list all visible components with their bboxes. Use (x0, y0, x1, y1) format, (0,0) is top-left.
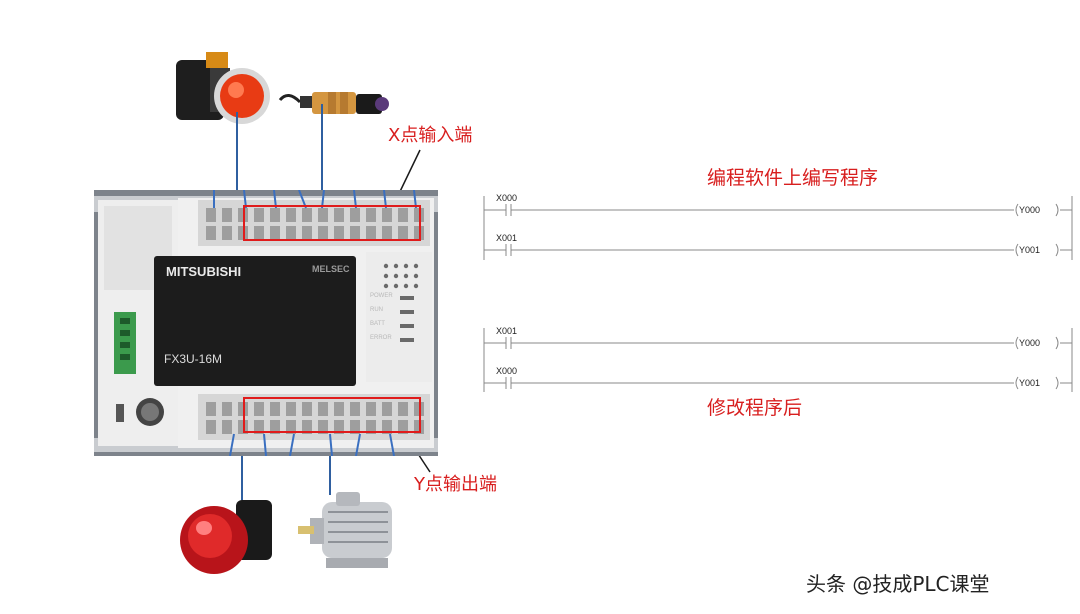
indicator-lamp-icon (180, 500, 272, 574)
rung4-contact: X000 (496, 366, 518, 376)
rung3-contact: X001 (496, 326, 518, 336)
led-label-run: RUN (370, 307, 383, 313)
plc-series-badge: MELSEC (312, 264, 350, 274)
y-output-label: Y点输出端 (414, 474, 497, 495)
x-input-label: X点输入端 (388, 125, 473, 146)
y-terminals-highlight (243, 397, 421, 433)
watermark: 头条 @技成PLC课堂 (806, 572, 990, 596)
plc-brand: MITSUBISHI (166, 264, 242, 279)
rung1-coil: Y000 (1019, 205, 1041, 215)
led-label-batt: BATT (370, 321, 385, 327)
x-terminals-highlight (243, 205, 421, 241)
rung2-coil: Y001 (1019, 245, 1041, 255)
plc-photo: MITSUBISHI MELSEC FX3U-16M POWER RUN BAT… (94, 190, 438, 456)
rung4-coil: Y001 (1019, 378, 1041, 388)
led-label-error: ERROR (370, 335, 392, 341)
plc-model: FX3U-16M (164, 352, 223, 366)
push-button-icon (176, 52, 270, 124)
led-label-power: POWER (370, 293, 393, 299)
ladder-diagrams (483, 196, 1073, 392)
motor-icon (298, 492, 392, 568)
program-title: 编程软件上编写程序 (707, 167, 879, 189)
rung1-contact: X000 (496, 193, 518, 203)
rung2-contact: X001 (496, 233, 518, 243)
rung3-coil: Y000 (1019, 338, 1041, 348)
plc-body (94, 190, 438, 456)
modified-title: 修改程序后 (707, 397, 803, 419)
